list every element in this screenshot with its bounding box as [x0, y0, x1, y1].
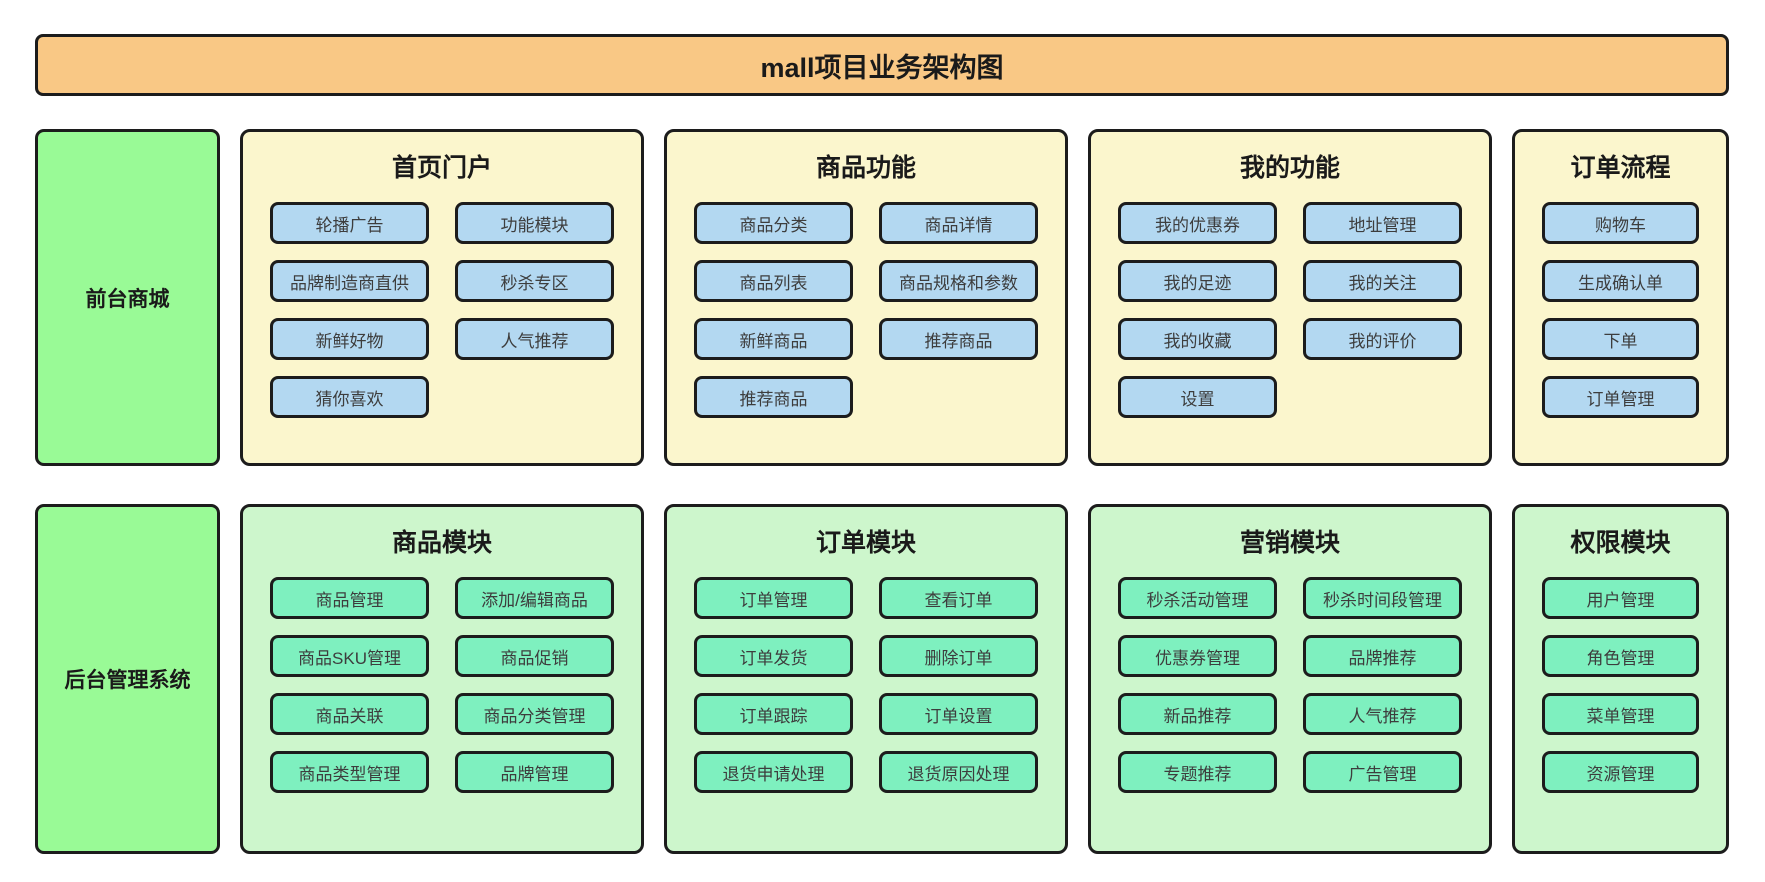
diagram-title-banner: mall项目业务架构图 — [35, 34, 1729, 96]
node-order-management: 订单管理 — [694, 577, 853, 619]
node-product-category: 商品分类 — [694, 202, 853, 244]
node-role-management: 角色管理 — [1542, 635, 1699, 677]
node-brand-direct-supply: 品牌制造商直供 — [270, 260, 429, 302]
node-recommended-products-2: 推荐商品 — [694, 376, 853, 418]
node-carousel-ads: 轮播广告 — [270, 202, 429, 244]
panel-title: 订单模块 — [815, 529, 916, 557]
panel-title: 营销模块 — [1239, 529, 1340, 557]
node-delete-order: 删除订单 — [879, 635, 1038, 677]
node-product-promotion: 商品促销 — [455, 635, 614, 677]
frontend-row: 前台商城 首页门户 轮播广告 功能模块 品牌制造商直供 秒杀专区 新鲜好物 人气… — [35, 129, 1765, 466]
node-add-edit-product: 添加/编辑商品 — [455, 577, 614, 619]
panel-my-functions: 我的功能 我的优惠券 地址管理 我的足迹 我的关注 我的收藏 我的评价 设置 — [1088, 129, 1492, 466]
node-order-settings: 订单设置 — [879, 693, 1038, 735]
node-return-request-processing: 退货申请处理 — [694, 751, 853, 793]
node-order-management: 订单管理 — [1542, 376, 1699, 418]
panel-marketing-module: 营销模块 秒杀活动管理 秒杀时间段管理 优惠券管理 品牌推荐 新品推荐 人气推荐… — [1088, 504, 1492, 854]
node-my-favorites: 我的收藏 — [1118, 318, 1277, 360]
node-user-management: 用户管理 — [1542, 577, 1699, 619]
node-fresh-goods: 新鲜好物 — [270, 318, 429, 360]
node-feature-modules: 功能模块 — [455, 202, 614, 244]
node-product-sku-management: 商品SKU管理 — [270, 635, 429, 677]
panel-title: 商品模块 — [391, 529, 492, 557]
node-view-order: 查看订单 — [879, 577, 1038, 619]
panel-node-grid: 秒杀活动管理 秒杀时间段管理 优惠券管理 品牌推荐 新品推荐 人气推荐 专题推荐… — [1091, 577, 1489, 793]
panel-order-flow: 订单流程 购物车 生成确认单 下单 订单管理 — [1512, 129, 1729, 466]
node-recommended-products: 推荐商品 — [879, 318, 1038, 360]
panel-title: 首页门户 — [391, 154, 492, 182]
backend-row: 后台管理系统 商品模块 商品管理 添加/编辑商品 商品SKU管理 商品促销 商品… — [35, 504, 1765, 854]
node-product-association: 商品关联 — [270, 693, 429, 735]
node-product-type-management: 商品类型管理 — [270, 751, 429, 793]
node-brand-management: 品牌管理 — [455, 751, 614, 793]
panel-node-grid: 订单管理 查看订单 订单发货 删除订单 订单跟踪 订单设置 退货申请处理 退货原… — [667, 577, 1065, 793]
node-popular-recommend: 人气推荐 — [1303, 693, 1462, 735]
node-my-footprints: 我的足迹 — [1118, 260, 1277, 302]
panel-home-portal: 首页门户 轮播广告 功能模块 品牌制造商直供 秒杀专区 新鲜好物 人气推荐 猜你… — [240, 129, 644, 466]
panel-permission-module: 权限模块 用户管理 角色管理 菜单管理 资源管理 — [1512, 504, 1729, 854]
node-my-follows: 我的关注 — [1303, 260, 1462, 302]
node-shopping-cart: 购物车 — [1542, 202, 1699, 244]
panel-node-grid: 用户管理 角色管理 菜单管理 资源管理 — [1515, 577, 1726, 793]
panel-node-grid: 轮播广告 功能模块 品牌制造商直供 秒杀专区 新鲜好物 人气推荐 猜你喜欢 — [243, 202, 641, 418]
node-product-category-management: 商品分类管理 — [455, 693, 614, 735]
node-flash-sale-timeslot-management: 秒杀时间段管理 — [1303, 577, 1462, 619]
node-flash-sale-activity-management: 秒杀活动管理 — [1118, 577, 1277, 619]
node-return-reason-processing: 退货原因处理 — [879, 751, 1038, 793]
node-ad-management: 广告管理 — [1303, 751, 1462, 793]
panel-node-grid: 购物车 生成确认单 下单 订单管理 — [1515, 202, 1726, 418]
node-fresh-products: 新鲜商品 — [694, 318, 853, 360]
node-topic-recommend: 专题推荐 — [1118, 751, 1277, 793]
node-new-product-recommend: 新品推荐 — [1118, 693, 1277, 735]
node-generate-confirmation: 生成确认单 — [1542, 260, 1699, 302]
node-order-tracking: 订单跟踪 — [694, 693, 853, 735]
node-my-reviews: 我的评价 — [1303, 318, 1462, 360]
node-place-order: 下单 — [1542, 318, 1699, 360]
node-product-management: 商品管理 — [270, 577, 429, 619]
panel-title: 我的功能 — [1239, 154, 1340, 182]
node-my-coupons: 我的优惠券 — [1118, 202, 1277, 244]
node-product-specs-params: 商品规格和参数 — [879, 260, 1038, 302]
panel-order-module: 订单模块 订单管理 查看订单 订单发货 删除订单 订单跟踪 订单设置 退货申请处… — [664, 504, 1068, 854]
row-label-text: 前台商城 — [85, 287, 170, 311]
node-address-management: 地址管理 — [1303, 202, 1462, 244]
node-menu-management: 菜单管理 — [1542, 693, 1699, 735]
node-brand-recommend: 品牌推荐 — [1303, 635, 1462, 677]
node-product-detail: 商品详情 — [879, 202, 1038, 244]
panel-node-grid: 我的优惠券 地址管理 我的足迹 我的关注 我的收藏 我的评价 设置 — [1091, 202, 1489, 418]
row-label-backend: 后台管理系统 — [35, 504, 220, 854]
node-flash-sale-zone: 秒杀专区 — [455, 260, 614, 302]
node-popular-recommend: 人气推荐 — [455, 318, 614, 360]
panel-product-module: 商品模块 商品管理 添加/编辑商品 商品SKU管理 商品促销 商品关联 商品分类… — [240, 504, 644, 854]
diagram-title: mall项目业务架构图 — [760, 52, 1004, 83]
node-settings: 设置 — [1118, 376, 1277, 418]
node-order-shipping: 订单发货 — [694, 635, 853, 677]
panel-product-functions: 商品功能 商品分类 商品详情 商品列表 商品规格和参数 新鲜商品 推荐商品 推荐… — [664, 129, 1068, 466]
panel-node-grid: 商品分类 商品详情 商品列表 商品规格和参数 新鲜商品 推荐商品 推荐商品 — [667, 202, 1065, 418]
node-guess-you-like: 猜你喜欢 — [270, 376, 429, 418]
node-product-list: 商品列表 — [694, 260, 853, 302]
node-coupon-management: 优惠券管理 — [1118, 635, 1277, 677]
row-label-text: 后台管理系统 — [64, 669, 191, 692]
row-label-frontend: 前台商城 — [35, 129, 220, 466]
panel-title: 商品功能 — [815, 154, 916, 182]
node-resource-management: 资源管理 — [1542, 751, 1699, 793]
panel-node-grid: 商品管理 添加/编辑商品 商品SKU管理 商品促销 商品关联 商品分类管理 商品… — [243, 577, 641, 793]
panel-title: 订单流程 — [1570, 154, 1671, 182]
panel-title: 权限模块 — [1570, 529, 1671, 557]
